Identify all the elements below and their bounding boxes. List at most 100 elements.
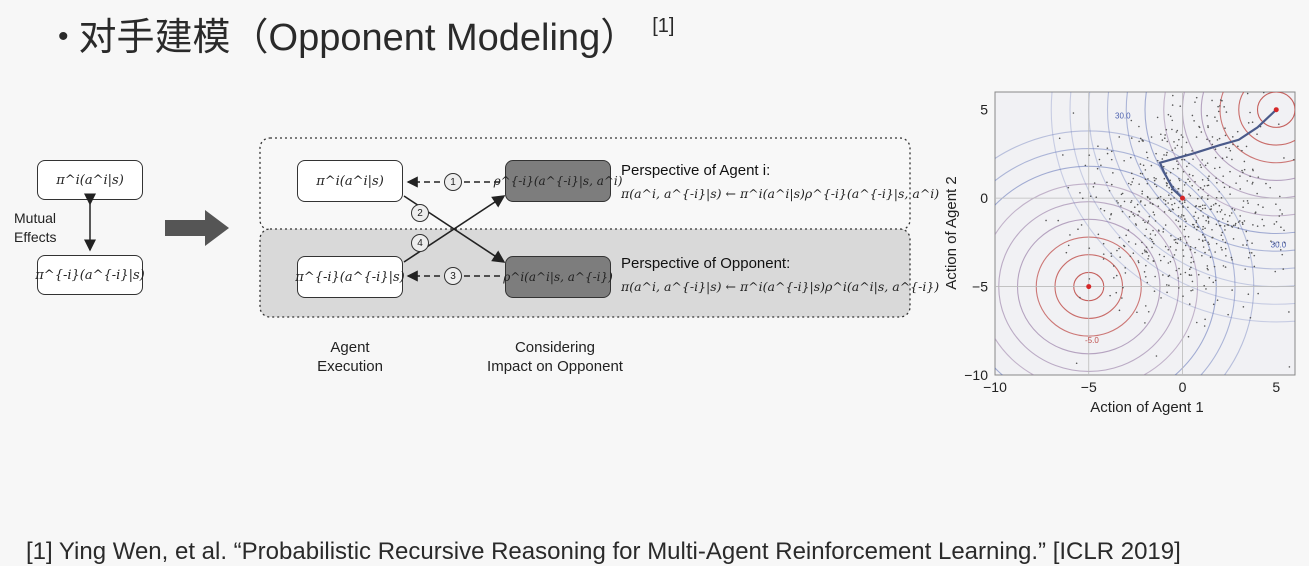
sample-point: [1147, 178, 1149, 180]
sample-point: [1164, 134, 1166, 136]
sample-point: [1196, 322, 1198, 324]
sample-point: [1184, 218, 1186, 220]
sample-point: [1270, 240, 1272, 242]
sample-point: [1109, 218, 1111, 220]
sample-point: [1276, 89, 1278, 91]
sample-point: [1151, 247, 1153, 249]
sample-point: [1138, 211, 1140, 213]
sample-point: [1257, 293, 1259, 295]
sample-point: [1131, 120, 1133, 122]
sample-point: [1192, 158, 1194, 160]
sample-point: [1224, 214, 1226, 216]
sample-point: [1168, 262, 1170, 264]
sample-point: [1171, 129, 1173, 131]
sample-point: [1217, 139, 1219, 141]
agent-perspective-formula: π(a^i, a^{-i}|s) ← π^i(a^i|s)ρ^{-i}(a^{-…: [621, 186, 939, 201]
sample-point: [1222, 182, 1224, 184]
sample-point: [1200, 206, 1202, 208]
sample-point: [1154, 290, 1156, 292]
sample-point: [1209, 277, 1211, 279]
sample-point: [1214, 116, 1216, 118]
sample-point: [1201, 196, 1203, 198]
contour-line: [1070, 0, 1309, 304]
sample-point: [1181, 146, 1183, 148]
sample-point: [1167, 249, 1169, 251]
sample-point: [1145, 228, 1147, 230]
sample-point: [1271, 90, 1273, 92]
sample-point: [1225, 255, 1227, 257]
sample-point: [1151, 239, 1153, 241]
contour-line: [999, 202, 1179, 372]
sample-point: [1124, 246, 1126, 248]
sample-point: [1189, 174, 1191, 176]
sample-point: [1228, 224, 1230, 226]
sample-point: [1244, 169, 1246, 171]
sample-point: [1244, 161, 1246, 163]
sample-point: [1177, 145, 1179, 147]
sample-point: [1094, 182, 1096, 184]
sample-point: [1172, 208, 1174, 210]
sample-point: [1140, 83, 1142, 85]
sample-point: [1119, 256, 1121, 258]
sample-point: [1107, 147, 1109, 149]
sample-point: [1178, 287, 1180, 289]
sample-point: [1244, 268, 1246, 270]
sample-point: [1239, 220, 1241, 222]
sample-point: [1219, 167, 1221, 169]
sample-point: [1179, 226, 1181, 228]
sample-point: [1233, 238, 1235, 240]
sample-point: [1141, 139, 1143, 141]
sample-point: [1103, 258, 1105, 260]
mutual-label-line2: Effects: [14, 228, 57, 247]
sample-point: [1207, 265, 1209, 267]
sample-point: [1172, 95, 1174, 97]
sample-point: [1144, 235, 1146, 237]
sample-point: [1251, 183, 1253, 185]
sample-point: [1112, 172, 1114, 174]
sample-point: [1171, 204, 1173, 206]
sample-point: [1142, 140, 1144, 142]
sample-point: [1214, 266, 1216, 268]
sample-point: [1178, 268, 1180, 270]
sample-point: [1153, 40, 1155, 42]
sample-point: [1229, 215, 1231, 217]
sample-point: [1246, 146, 1248, 148]
sample-point: [1147, 196, 1149, 198]
sample-point: [1116, 200, 1118, 202]
sample-point: [1131, 173, 1133, 175]
x-tick-label: 0: [1179, 379, 1187, 395]
sample-point: [1237, 131, 1239, 133]
sample-point: [1185, 153, 1187, 155]
sample-point: [1226, 156, 1228, 158]
sample-point: [1215, 203, 1217, 205]
x-axis-label: Action of Agent 1: [1090, 399, 1203, 416]
sample-point: [1109, 190, 1111, 192]
sample-point: [1116, 275, 1118, 277]
sample-point: [1182, 190, 1184, 192]
sample-point: [1208, 175, 1210, 177]
sample-point: [1155, 178, 1157, 180]
sample-point: [1211, 39, 1213, 41]
sample-point: [1135, 224, 1137, 226]
sample-point: [1090, 195, 1092, 197]
sample-point: [1154, 214, 1156, 216]
sample-point: [1177, 164, 1179, 166]
sample-point: [1179, 180, 1181, 182]
sample-point: [1109, 295, 1111, 297]
agent-exec-line2: Execution: [300, 357, 400, 376]
sample-point: [1219, 225, 1221, 227]
sample-point: [1184, 201, 1186, 203]
sample-point: [1208, 243, 1210, 245]
sample-point: [1168, 194, 1170, 196]
sample-point: [1283, 157, 1285, 159]
sample-point: [1306, 151, 1308, 153]
sample-point: [1173, 186, 1175, 188]
sample-point: [1110, 253, 1112, 255]
sample-point: [1164, 137, 1166, 139]
sample-point: [1279, 215, 1281, 217]
learning-trajectory: [1160, 110, 1276, 198]
sample-point: [1095, 196, 1097, 198]
sample-point: [1196, 97, 1198, 99]
sample-point: [1121, 297, 1123, 299]
contour-line: [1145, 0, 1309, 234]
